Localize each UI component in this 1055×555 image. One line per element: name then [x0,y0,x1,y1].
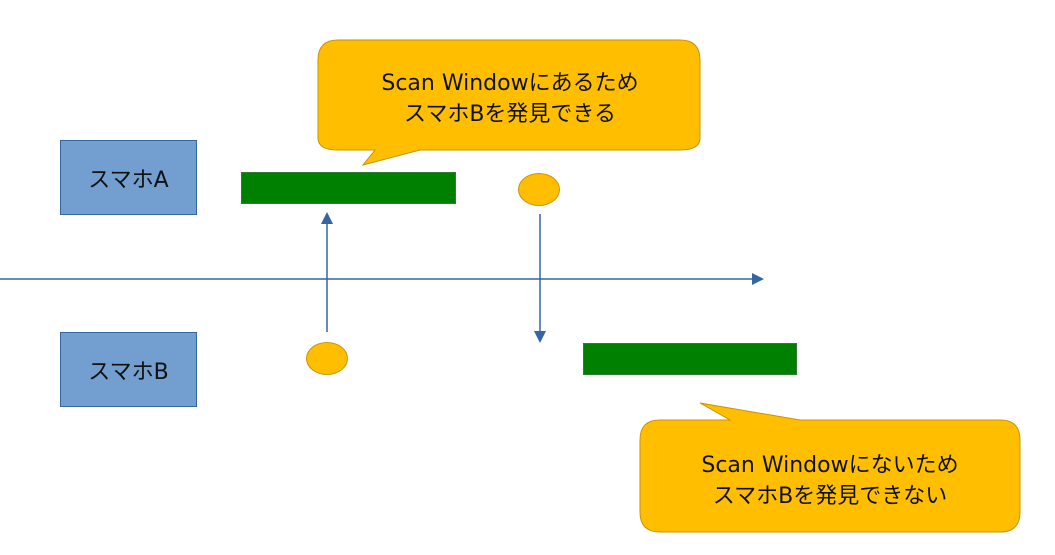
callout-discoverable-text: Scan Windowにあるため スマホBを発見できる [318,68,702,130]
device-b-label: スマホB [88,359,169,385]
device-a-box: スマホA [60,140,197,215]
callout-not-discoverable-text: Scan Windowにないため スマホBを発見できない [640,450,1020,512]
callout-not-discoverable-line1: Scan Windowにないため [701,453,959,478]
advertising-packet-device-a [518,173,560,206]
callout-not-discoverable-bubble [639,402,1021,533]
callout-discoverable-line1: Scan Windowにあるため [381,71,639,96]
callout-not-discoverable-line2: スマホBを発見できない [712,484,948,509]
scan-window-device-b [583,343,797,375]
device-b-box: スマホB [60,332,197,407]
callout-discoverable-bubble [317,39,701,166]
scan-window-device-a [241,172,456,204]
callout-discoverable-line2: スマホBを発見できる [404,102,616,127]
device-a-label: スマホA [88,167,169,193]
advertising-packet-device-b [306,342,348,375]
